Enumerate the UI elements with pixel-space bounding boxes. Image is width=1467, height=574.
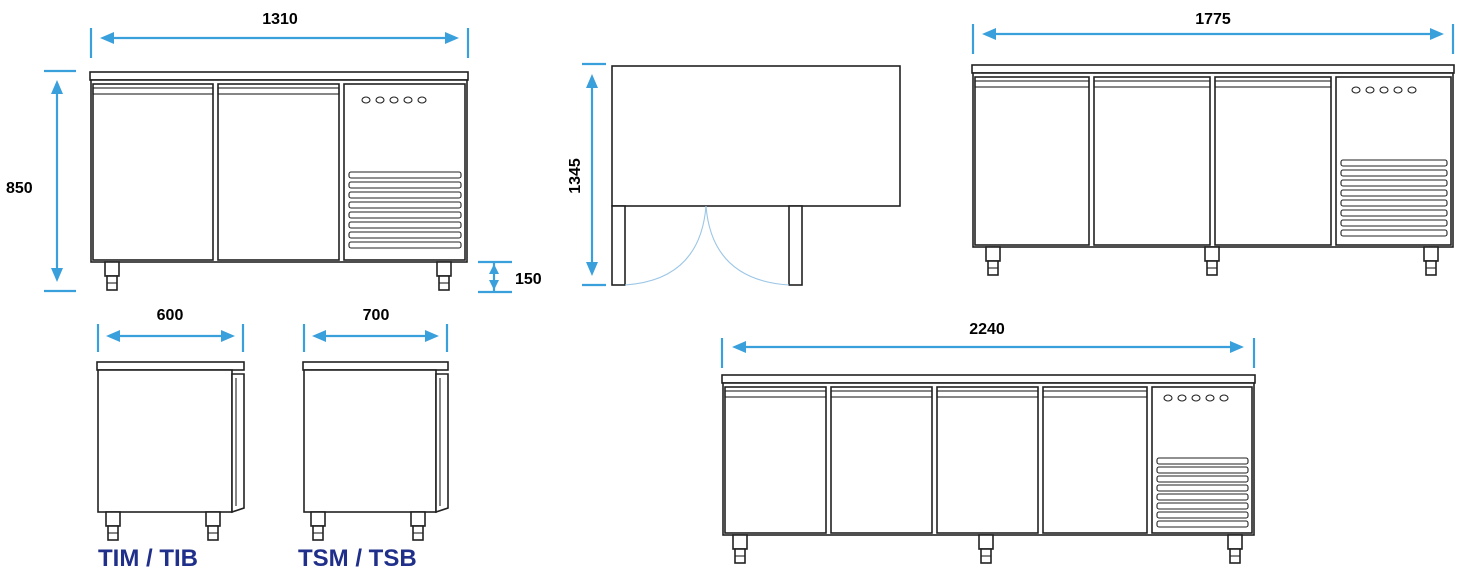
counter-side-view-600: 600 TIM / TIB xyxy=(96,307,245,572)
depth-arrow-up-icon xyxy=(586,74,598,88)
leg-arrow-up-icon xyxy=(489,264,499,274)
ventilation-grille xyxy=(348,171,462,249)
door-profile xyxy=(231,373,245,514)
model-label-tim-tib: TIM / TIB xyxy=(98,545,198,572)
open-door-right xyxy=(788,205,803,286)
door-swing-arc-right xyxy=(705,205,790,286)
cabinet-top-view xyxy=(611,65,901,207)
door-3 xyxy=(1214,76,1332,246)
dim-label-width-3door: 1775 xyxy=(1195,11,1231,28)
control-knobs xyxy=(1163,394,1229,402)
arrow-up-icon xyxy=(51,80,63,94)
door-1 xyxy=(92,83,214,261)
control-knobs xyxy=(361,96,427,104)
dim-label-leg-height: 150 xyxy=(515,271,542,288)
counter-2-door-front: 1310 850 xyxy=(6,11,542,294)
door-handle-1 xyxy=(724,390,827,398)
legs xyxy=(732,534,1243,564)
door-3 xyxy=(936,386,1039,534)
arrow-left-icon xyxy=(100,32,114,44)
counter-side-view-doors-open: 1345 xyxy=(567,62,901,287)
arrow-left-icon xyxy=(312,330,326,342)
depth-arrow-down-icon xyxy=(586,262,598,276)
dim-label-height: 850 xyxy=(6,180,33,197)
door-1 xyxy=(724,386,827,534)
dim-label-depth-600: 600 xyxy=(157,307,184,324)
arrow-right-icon xyxy=(445,32,459,44)
counter-side-view-700: 700 TSM / TSB xyxy=(298,307,449,572)
arrow-left-icon xyxy=(106,330,120,342)
open-door-left xyxy=(611,205,626,286)
door-profile xyxy=(435,373,449,514)
worktop xyxy=(96,361,245,371)
worktop xyxy=(302,361,449,371)
door-handle-2 xyxy=(1093,80,1211,88)
arrow-right-icon xyxy=(221,330,235,342)
arrow-left-icon xyxy=(982,28,996,40)
legs xyxy=(104,261,452,291)
door-2 xyxy=(830,386,933,534)
door-handle-3 xyxy=(936,390,1039,398)
counter-4-door-front: 2240 xyxy=(720,321,1256,564)
arrow-right-icon xyxy=(1430,28,1444,40)
arrow-down-icon xyxy=(51,268,63,282)
worktop xyxy=(721,374,1256,384)
door-4 xyxy=(1042,386,1148,534)
door-2 xyxy=(217,83,340,261)
model-label-tsm-tsb: TSM / TSB xyxy=(298,545,417,572)
ventilation-grille xyxy=(1340,159,1448,237)
dim-label-depth-700: 700 xyxy=(363,307,390,324)
counter-3-door-front: 1775 xyxy=(971,11,1455,276)
worktop xyxy=(89,71,469,81)
door-handle-1 xyxy=(92,87,214,95)
door-handle-2 xyxy=(830,390,933,398)
door-swing-arc-left xyxy=(624,205,707,286)
arrow-left-icon xyxy=(732,341,746,353)
door-1 xyxy=(974,76,1090,246)
legs xyxy=(985,246,1439,276)
arrow-right-icon xyxy=(425,330,439,342)
dim-label-width-2door: 1310 xyxy=(262,11,298,28)
leg-arrow-down-icon xyxy=(489,280,499,290)
legs xyxy=(310,511,426,541)
legs xyxy=(105,511,221,541)
worktop xyxy=(971,64,1455,74)
dim-label-width-4door: 2240 xyxy=(969,321,1005,338)
door-2 xyxy=(1093,76,1211,246)
compressor-panel xyxy=(1151,386,1253,534)
door-handle-4 xyxy=(1042,390,1148,398)
ventilation-grille xyxy=(1156,457,1249,528)
cabinet-side xyxy=(97,369,233,513)
control-knobs xyxy=(1351,86,1417,94)
cabinet-side xyxy=(303,369,437,513)
compressor-panel xyxy=(1335,76,1452,246)
dim-label-depth-total: 1345 xyxy=(567,158,584,194)
door-handle-2 xyxy=(217,87,340,95)
door-handle-1 xyxy=(974,80,1090,88)
arrow-right-icon xyxy=(1230,341,1244,353)
door-handle-3 xyxy=(1214,80,1332,88)
